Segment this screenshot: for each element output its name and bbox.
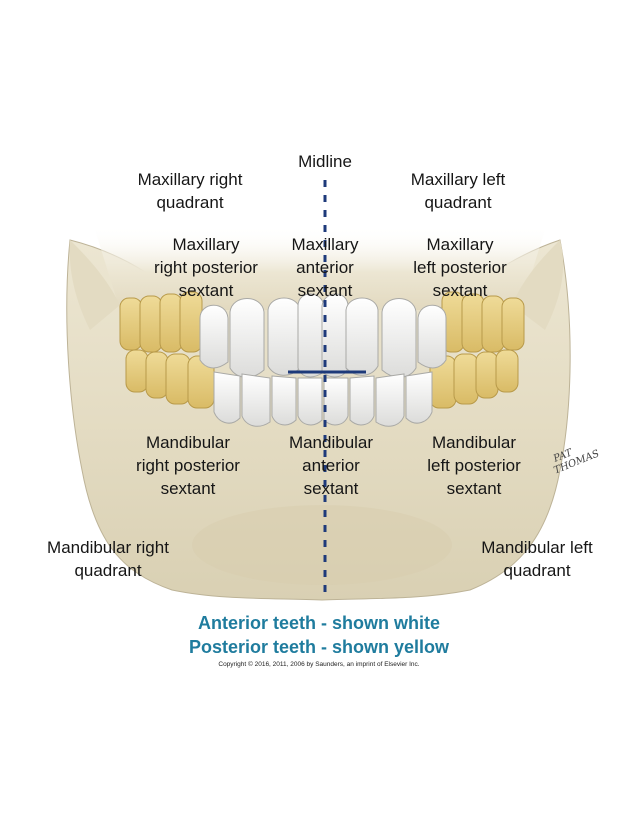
maxillary-left-posterior-sextant-label: Maxillary left posterior sextant bbox=[413, 235, 507, 300]
right-coronoid-process bbox=[69, 240, 120, 330]
midline-label: Midline bbox=[298, 152, 352, 171]
maxillary-right-quadrant-label: Maxillary right quadrant bbox=[137, 170, 243, 212]
mandibular-anterior-sextant-label: Mandibular anterior sextant bbox=[288, 433, 374, 498]
upper-left-posterior-teeth bbox=[441, 291, 525, 353]
upper-anterior-teeth bbox=[199, 293, 447, 378]
copyright-notice: Copyright © 2016, 2011, 2006 by Saunders… bbox=[218, 661, 420, 668]
mandibular-left-posterior-sextant-label: Mandibular left posterior sextant bbox=[427, 433, 521, 498]
chin-shadow bbox=[192, 505, 452, 585]
mandibular-left-quadrant-label: Mandibular left quadrant bbox=[481, 538, 593, 580]
posterior-teeth-caption: Posterior teeth - shown yellow bbox=[188, 637, 450, 657]
upper-right-posterior-teeth bbox=[119, 291, 203, 353]
mandibular-right-posterior-sextant-label: Mandibular right posterior sextant bbox=[136, 433, 240, 498]
lower-anterior-teeth bbox=[213, 371, 433, 427]
maxillary-left-quadrant-label: Maxillary left quadrant bbox=[410, 170, 506, 212]
anterior-teeth-caption: Anterior teeth - shown white bbox=[197, 613, 440, 633]
maxillary-anterior-sextant-label: Maxillary anterior sextant bbox=[291, 235, 359, 300]
left-coronoid-process bbox=[512, 240, 564, 330]
maxillary-right-posterior-sextant-label: Maxillary right posterior sextant bbox=[154, 235, 258, 300]
lower-right-posterior-teeth bbox=[125, 349, 215, 409]
maxilla bbox=[95, 226, 545, 310]
mandibular-right-quadrant-label: Mandibular right quadrant bbox=[47, 538, 169, 580]
